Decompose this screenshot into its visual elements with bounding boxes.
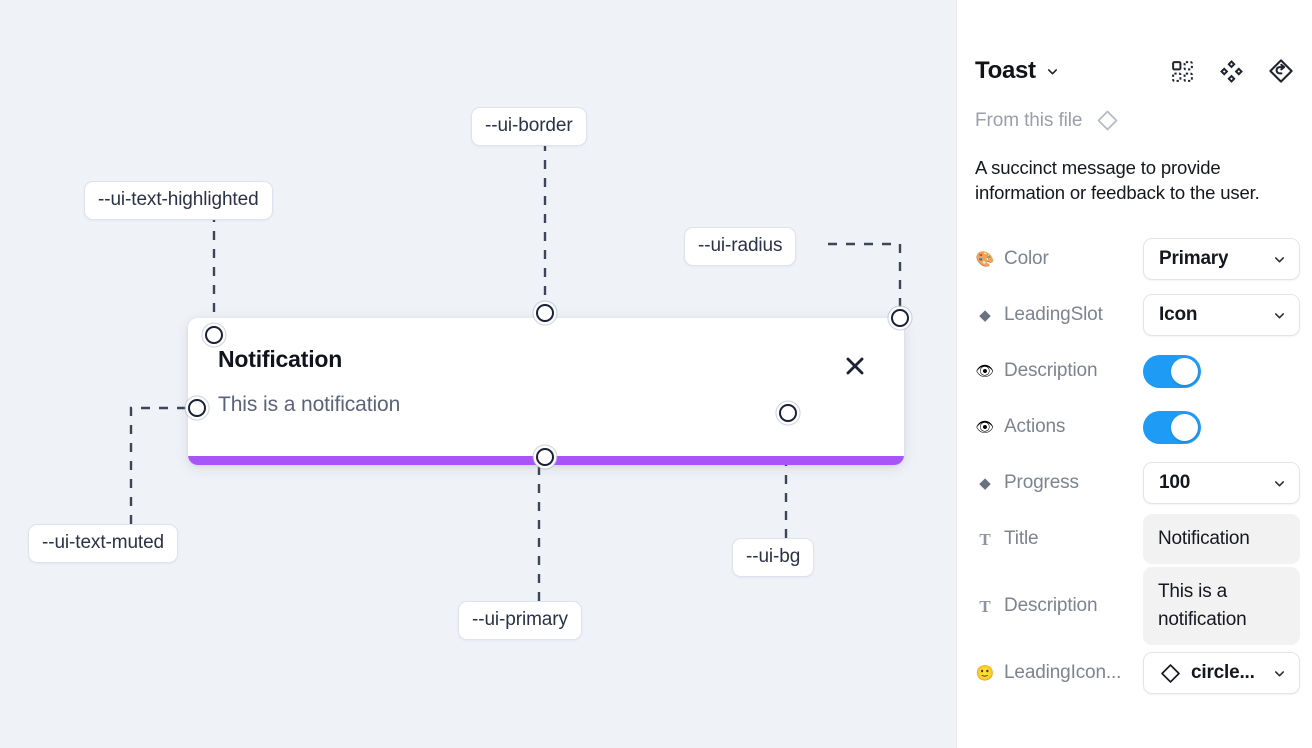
property-label-leading-slot: LeadingSlot — [1004, 304, 1103, 325]
smiley-emoji-icon: 🙂 — [975, 664, 995, 682]
property-row-description-text: T Description This is a notification — [975, 567, 1300, 645]
property-row-color: 🎨 Color Primary — [975, 231, 1300, 287]
property-label-group-actions: 👁 Actions — [975, 416, 1143, 438]
page-title: Toast — [975, 57, 1036, 84]
property-label-title: Title — [1004, 528, 1039, 549]
diamond-icon: ◆ — [979, 306, 991, 324]
chevron-down-icon — [1266, 476, 1287, 491]
design-canvas[interactable]: Notification This is a notification --ui… — [0, 0, 956, 748]
property-row-actions-visibility: 👁 Actions — [975, 399, 1294, 455]
property-row-leading-icon: 🙂 LeadingIcon... circle... — [975, 645, 1300, 701]
input-title[interactable]: Notification — [1143, 514, 1300, 564]
annotation-connectors — [129, 142, 902, 601]
diamond-icon — [1159, 662, 1182, 685]
chevron-down-icon — [1266, 666, 1287, 681]
annotation-pill-ui-text-highlighted[interactable]: --ui-text-highlighted — [84, 181, 273, 220]
toast-description: This is a notification — [218, 393, 401, 416]
anchor-dot-text-highlighted[interactable] — [205, 326, 223, 344]
component-grid-icon[interactable] — [1170, 59, 1195, 84]
property-label-description-text: Description — [1004, 595, 1098, 616]
property-label-group-description: 👁 Description — [975, 360, 1143, 382]
property-row-progress: ◆ Progress 100 — [975, 455, 1300, 511]
select-progress[interactable]: 100 — [1143, 462, 1300, 504]
annotation-pill-ui-border[interactable]: --ui-border — [471, 107, 587, 146]
property-label-group-description-text: T Description — [975, 595, 1143, 617]
input-description[interactable]: This is a notification — [1143, 567, 1300, 645]
annotation-pill-ui-bg[interactable]: --ui-bg — [732, 538, 815, 577]
close-icon[interactable] — [842, 353, 868, 379]
variants-diamond-icon[interactable] — [1219, 59, 1244, 84]
toggle-description[interactable] — [1143, 354, 1201, 388]
property-row-leading-slot: ◆ LeadingSlot Icon — [975, 287, 1300, 343]
select-leading-slot-value: Icon — [1159, 304, 1198, 325]
from-this-file-label: From this file — [975, 109, 1083, 131]
select-leading-icon-value: circle... — [1191, 662, 1255, 683]
connector-ui-radius — [828, 242, 902, 318]
chevron-down-icon — [1266, 252, 1287, 267]
property-list: 🎨 Color Primary — [975, 231, 1300, 701]
text-type-icon: T — [979, 596, 991, 616]
toggle-actions[interactable] — [1143, 410, 1201, 444]
toggle-knob — [1171, 357, 1198, 385]
chevron-down-icon[interactable] — [1045, 64, 1060, 79]
palette-emoji-icon: 🎨 — [975, 250, 995, 268]
property-label-progress: Progress — [1004, 472, 1079, 493]
select-leading-slot[interactable]: Icon — [1143, 294, 1300, 336]
select-color-value: Primary — [1159, 248, 1229, 269]
anchor-dot-bg[interactable] — [779, 404, 797, 422]
select-leading-icon[interactable]: circle... — [1143, 652, 1300, 694]
anchor-dot-primary[interactable] — [536, 448, 554, 466]
property-row-title: T Title Notification — [975, 511, 1300, 567]
property-label-group-leading-slot: ◆ LeadingSlot — [975, 304, 1143, 326]
property-label-group-leading-icon: 🙂 LeadingIcon... — [975, 662, 1143, 684]
property-row-description-visibility: 👁 Description — [975, 343, 1294, 399]
reset-instance-icon[interactable] — [1268, 58, 1294, 84]
property-label-color: Color — [1004, 248, 1049, 269]
anchor-dot-border[interactable] — [536, 304, 554, 322]
eye-emoji-icon: 👁 — [975, 418, 995, 436]
annotation-pill-ui-text-muted[interactable]: --ui-text-muted — [28, 524, 179, 563]
annotation-pill-ui-radius[interactable]: --ui-radius — [684, 227, 797, 266]
toast-title: Notification — [218, 346, 343, 372]
anchor-dot-text-muted[interactable] — [188, 399, 206, 417]
component-description: A succinct message to provide informatio… — [975, 157, 1260, 203]
toast-component-preview[interactable]: Notification This is a notification — [188, 318, 904, 465]
diamond-icon — [1095, 108, 1120, 133]
property-label-group-progress: ◆ Progress — [975, 472, 1143, 494]
chevron-down-icon — [1266, 308, 1287, 323]
eye-emoji-icon: 👁 — [975, 362, 995, 380]
property-label-group-color: 🎨 Color — [975, 248, 1143, 270]
property-label-leading-icon: LeadingIcon... — [1004, 662, 1122, 683]
text-type-icon: T — [979, 529, 991, 549]
property-label-group-title: T Title — [975, 528, 1143, 550]
properties-panel: Toast — [956, 0, 1312, 748]
select-progress-value: 100 — [1159, 472, 1191, 493]
connector-ui-text-muted — [129, 406, 197, 524]
property-label-actions: Actions — [1004, 416, 1066, 437]
toggle-knob — [1171, 413, 1198, 441]
from-this-file-row[interactable]: From this file — [975, 108, 1294, 133]
panel-header-actions — [1170, 58, 1294, 84]
diamond-icon: ◆ — [979, 474, 991, 492]
annotation-pill-ui-primary[interactable]: --ui-primary — [458, 601, 582, 640]
property-label-description: Description — [1004, 360, 1098, 381]
select-color[interactable]: Primary — [1143, 238, 1300, 280]
panel-header: Toast — [975, 42, 1294, 100]
anchor-dot-radius[interactable] — [891, 309, 909, 327]
